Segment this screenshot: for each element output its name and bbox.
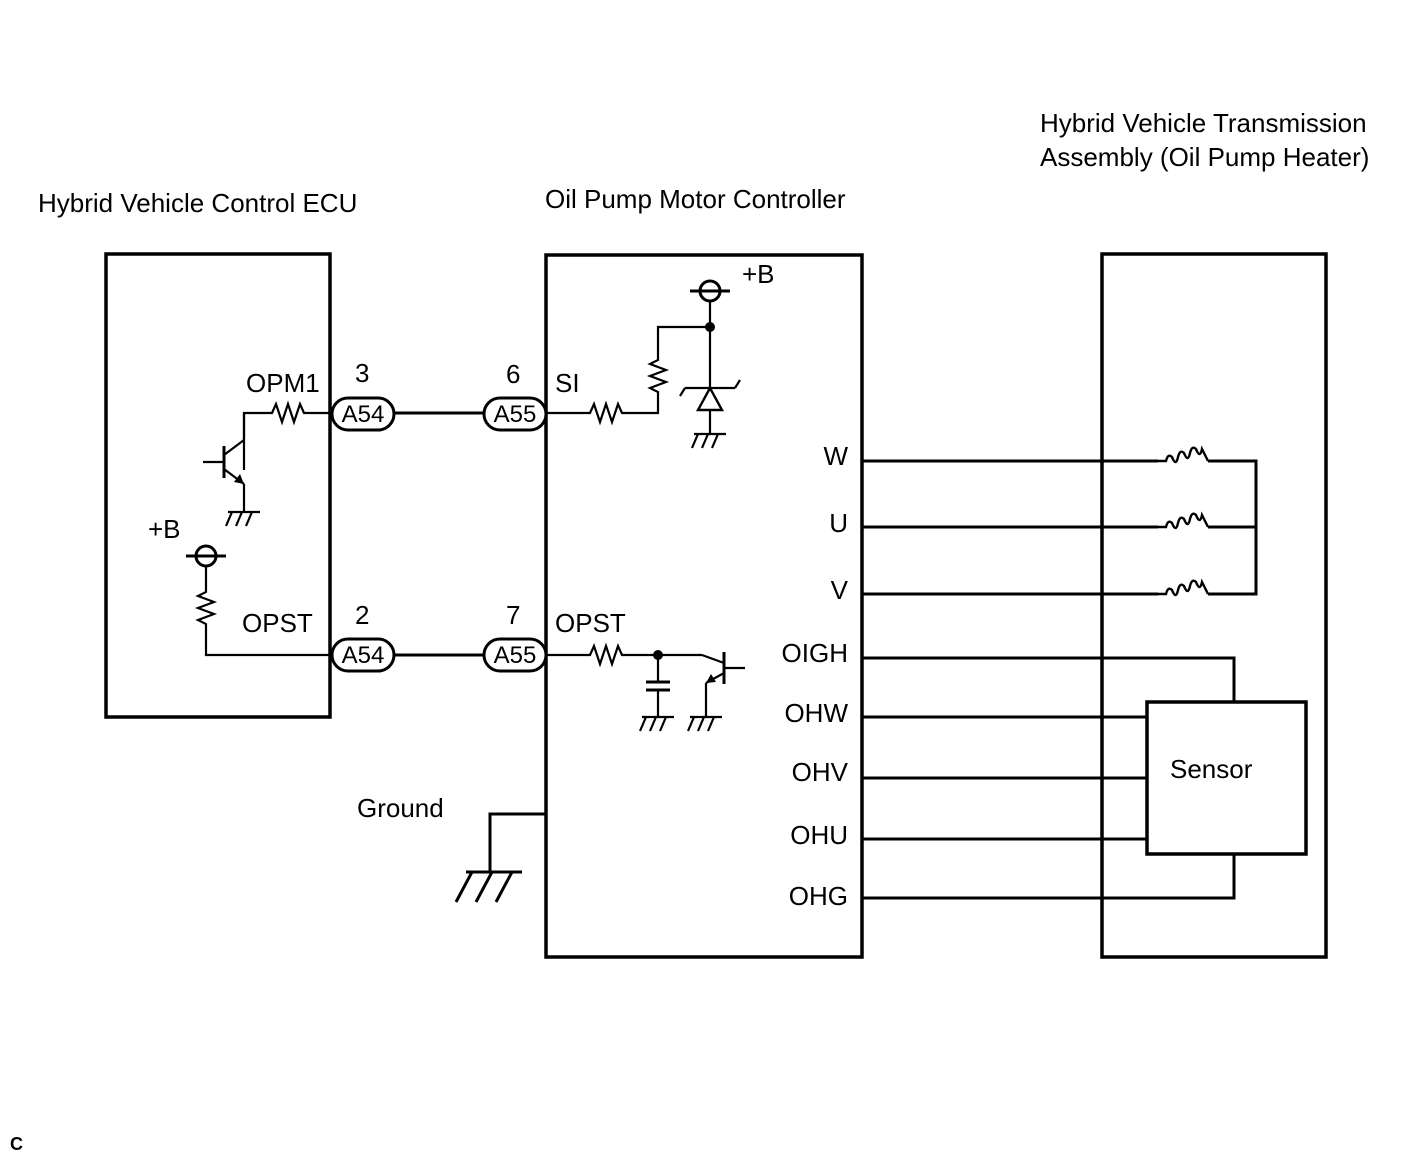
- sensor-label: Sensor: [1170, 754, 1253, 784]
- svg-text:A54: A54: [342, 401, 385, 428]
- sensor-wires: [862, 656, 1236, 900]
- controller-si-circuit: [546, 301, 741, 450]
- motor-phase-wires: [862, 446, 1258, 597]
- coil-v-icon: [1156, 579, 1210, 597]
- controller-title: Oil Pump Motor Controller: [545, 184, 846, 214]
- ecu-box: [104, 252, 332, 719]
- pin-3: 3: [355, 358, 369, 388]
- controller-opst-circuit: [546, 642, 745, 733]
- pin-6: 6: [506, 359, 520, 389]
- controller-plus-b-label: +B: [742, 259, 775, 289]
- terminal-ohv: OHV: [792, 757, 849, 787]
- connector-a55-bottom: A55 7: [482, 600, 548, 673]
- svg-text:A55: A55: [494, 401, 537, 428]
- terminal-w: W: [823, 441, 848, 471]
- ground-icon: [454, 812, 546, 903]
- ecu-opst-label: OPST: [242, 608, 313, 638]
- svg-text:A55: A55: [494, 642, 537, 669]
- connector-a55-top: A55 6: [482, 359, 548, 432]
- ecu-plus-b-icon: [184, 544, 228, 568]
- controller-plus-b-icon: [688, 279, 732, 303]
- controller-box: [544, 253, 864, 959]
- terminal-ohw: OHW: [784, 698, 848, 728]
- coil-u-icon: [1156, 512, 1210, 530]
- corner-code: C: [10, 1134, 23, 1154]
- pin-7: 7: [506, 600, 520, 630]
- terminal-ohg: OHG: [789, 881, 848, 911]
- ecu-title: Hybrid Vehicle Control ECU: [38, 188, 357, 218]
- svg-text:A54: A54: [342, 642, 385, 669]
- ground-label: Ground: [357, 793, 444, 823]
- terminal-ohu: OHU: [790, 820, 848, 850]
- connector-a54-top: A54 3: [330, 358, 396, 432]
- ecu-transistor: [203, 413, 262, 528]
- terminal-v: V: [831, 575, 849, 605]
- controller-opst-label: OPST: [555, 608, 626, 638]
- ecu-opm1-resistor: [242, 400, 332, 470]
- transmission-title-line1: Hybrid Vehicle Transmission: [1040, 108, 1367, 138]
- pin-2: 2: [355, 600, 369, 630]
- transmission-box: [1100, 252, 1328, 959]
- transmission-title-line2: Assembly (Oil Pump Heater): [1040, 142, 1369, 172]
- ecu-opm1-label: OPM1: [246, 368, 320, 398]
- connector-a54-bottom: A54 2: [330, 600, 396, 673]
- terminal-u: U: [829, 508, 848, 538]
- terminal-oigh: OIGH: [782, 638, 848, 668]
- coil-w-icon: [1156, 446, 1210, 464]
- ecu-plus-b-label: +B: [148, 514, 181, 544]
- controller-si-label: SI: [555, 368, 580, 398]
- ecu-opst-resistor: [194, 566, 332, 657]
